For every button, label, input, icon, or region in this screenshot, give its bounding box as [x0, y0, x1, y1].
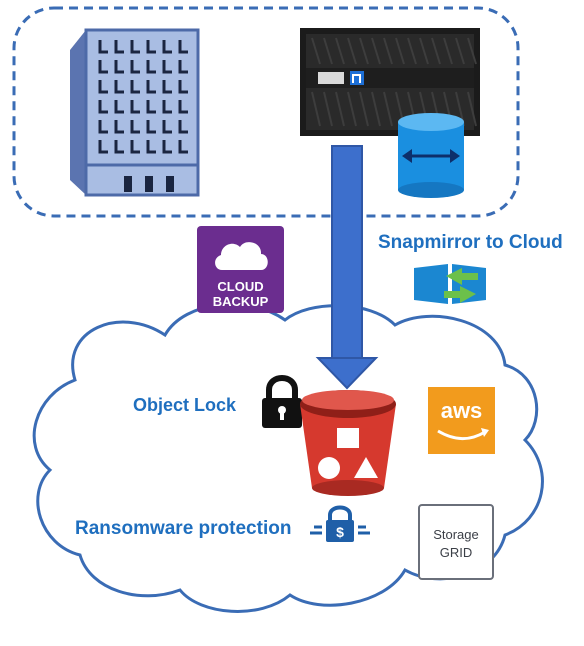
building-window: [162, 40, 172, 54]
grille-line: [323, 91, 333, 127]
building-window: [178, 100, 188, 114]
snapmirror-icon: [414, 264, 486, 304]
building-window: [146, 60, 156, 74]
grille-line: [455, 37, 465, 65]
building-window: [146, 100, 156, 114]
ransomware-shield-icon: $: [310, 505, 370, 542]
replication-arrow: [315, 145, 379, 390]
building-window: [162, 120, 172, 134]
grille-line: [347, 37, 357, 65]
building-window: [162, 60, 172, 74]
building-window: [114, 40, 124, 54]
building-window: [146, 80, 156, 94]
building-window: [146, 40, 156, 54]
building-window: [98, 100, 108, 114]
grille-line: [395, 37, 405, 65]
storagegrid-text-line1: Storage: [433, 527, 479, 542]
grille-line: [467, 37, 477, 65]
building-window: [146, 140, 156, 154]
aws-logo-text: aws: [440, 398, 483, 423]
grille-line: [347, 91, 357, 127]
building-window: [98, 120, 108, 134]
building-window: [98, 140, 108, 154]
ransomware-protection-label: Ransomware protection: [75, 518, 292, 539]
building-window: [146, 120, 156, 134]
building-window: [130, 120, 140, 134]
building-window: [130, 40, 140, 54]
svg-text:$: $: [336, 524, 344, 540]
grille-line: [443, 37, 453, 65]
grille-line: [359, 37, 369, 65]
padlock-icon: [262, 375, 302, 428]
building-window: [178, 140, 188, 154]
building-window: [114, 140, 124, 154]
grille-line: [383, 91, 393, 127]
grille-line: [407, 37, 417, 65]
grille-line: [323, 37, 333, 65]
grille-line: [371, 91, 381, 127]
building-window: [178, 80, 188, 94]
cloud-backup-text-line2: BACKUP: [212, 294, 269, 309]
building-window: [130, 140, 140, 154]
grille-line: [383, 37, 393, 65]
grille-line: [431, 37, 441, 65]
building-window: [114, 60, 124, 74]
building-window: [130, 60, 140, 74]
building-window: [98, 80, 108, 94]
building-window: [98, 60, 108, 74]
cloud-backup-text-line1: CLOUD: [217, 279, 264, 294]
grille-line: [311, 37, 321, 65]
building-window: [98, 40, 108, 54]
building-window: [178, 40, 188, 54]
database-sync-icon: [398, 113, 464, 198]
building-window: [114, 120, 124, 134]
grille-line: [359, 91, 369, 127]
grille-line: [335, 37, 345, 65]
grille-line: [335, 91, 345, 127]
grille-line: [371, 37, 381, 65]
building-window: [130, 80, 140, 94]
grille-line: [419, 37, 429, 65]
on-prem-boundary: [12, 6, 520, 218]
storagegrid-badge-icon: [418, 504, 494, 580]
building-window: [114, 100, 124, 114]
building-window: [162, 140, 172, 154]
building-window: [114, 80, 124, 94]
aws-logo-icon: [428, 387, 495, 454]
grille-line: [467, 91, 477, 127]
object-lock-label: Object Lock: [133, 395, 237, 415]
storagegrid-text-line2: GRID: [439, 545, 473, 560]
grille-line: [311, 91, 321, 127]
building-window: [130, 100, 140, 114]
office-building-icon: [70, 28, 200, 197]
building-window: [162, 100, 172, 114]
building-window: [178, 120, 188, 134]
s3-bucket-icon: [300, 390, 396, 496]
building-window: [162, 80, 172, 94]
cloud-backup-badge-icon: [197, 226, 284, 313]
snapmirror-label: Snapmirror to Cloud: [378, 232, 563, 253]
building-window: [178, 60, 188, 74]
